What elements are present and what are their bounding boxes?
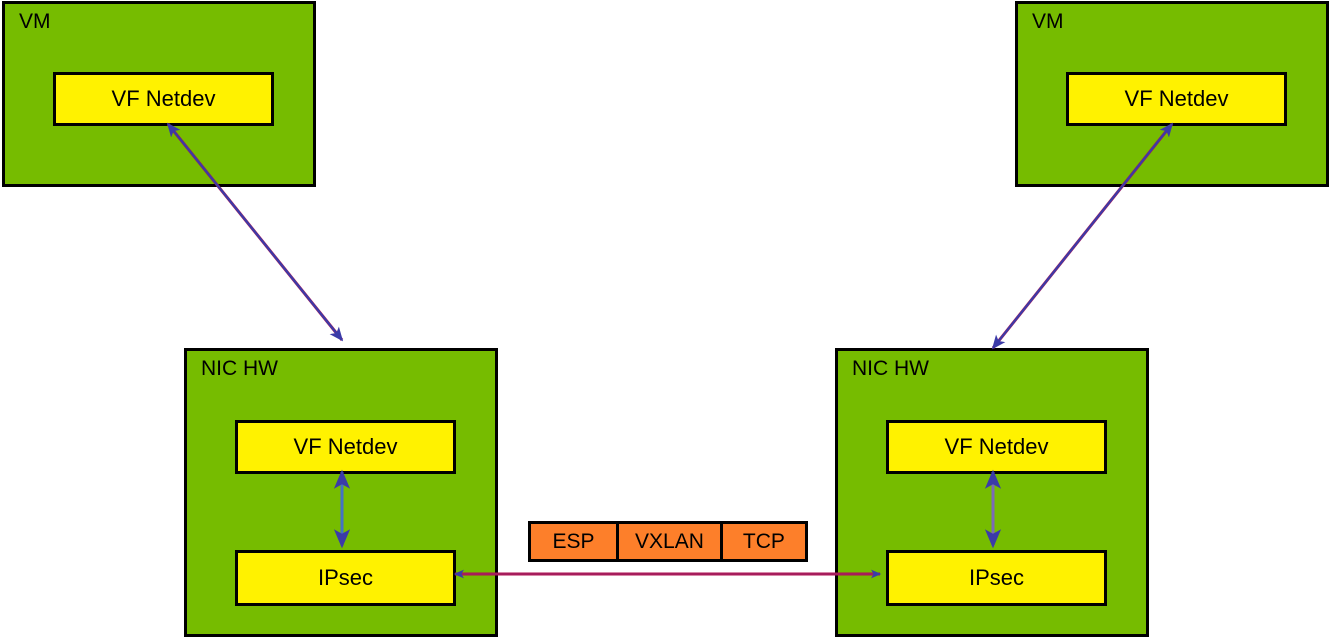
left-nic-vf-netdev-label: VF Netdev <box>293 434 398 459</box>
left-nic-ipsec-label: IPsec <box>317 565 374 590</box>
left-nic-vf-netdev-node: VF Netdev <box>235 420 456 474</box>
right-nic-vf-netdev-node: VF Netdev <box>886 420 1107 474</box>
right-vm-vf-netdev-node: VF Netdev <box>1066 72 1287 126</box>
right-nic-hw-container: NIC HW VF Netdev IPsec <box>835 348 1149 637</box>
left-vm-container: VM VF Netdev <box>2 1 316 187</box>
packet-cell-esp-label: ESP <box>552 529 595 553</box>
left-nic-ipsec-node: IPsec <box>235 550 456 606</box>
left-vm-vf-netdev-node: VF Netdev <box>53 72 274 126</box>
packet-cell-tcp-label: TCP <box>742 529 785 553</box>
right-nic-ipsec-label: IPsec <box>968 565 1025 590</box>
packet-cell-tcp: TCP <box>722 524 805 559</box>
right-nic-hw-label: NIC HW <box>852 357 929 380</box>
right-vm-container: VM VF Netdev <box>1015 1 1329 187</box>
packet-cell-vxlan: VXLAN <box>619 524 723 559</box>
right-vm-vf-netdev-label: VF Netdev <box>1124 86 1229 111</box>
right-nic-ipsec-node: IPsec <box>886 550 1107 606</box>
packet-cell-esp: ESP <box>531 524 620 559</box>
left-vm-vf-netdev-label: VF Netdev <box>111 86 216 111</box>
packet-cell-vxlan-label: VXLAN <box>635 529 704 553</box>
left-vm-label: VM <box>19 10 51 33</box>
left-nic-hw-container: NIC HW VF Netdev IPsec <box>184 348 498 637</box>
left-nic-hw-label: NIC HW <box>201 357 278 380</box>
right-vm-label: VM <box>1032 10 1064 33</box>
right-nic-vf-netdev-label: VF Netdev <box>944 434 1049 459</box>
packet-header-strip: ESP VXLAN TCP <box>528 521 808 562</box>
